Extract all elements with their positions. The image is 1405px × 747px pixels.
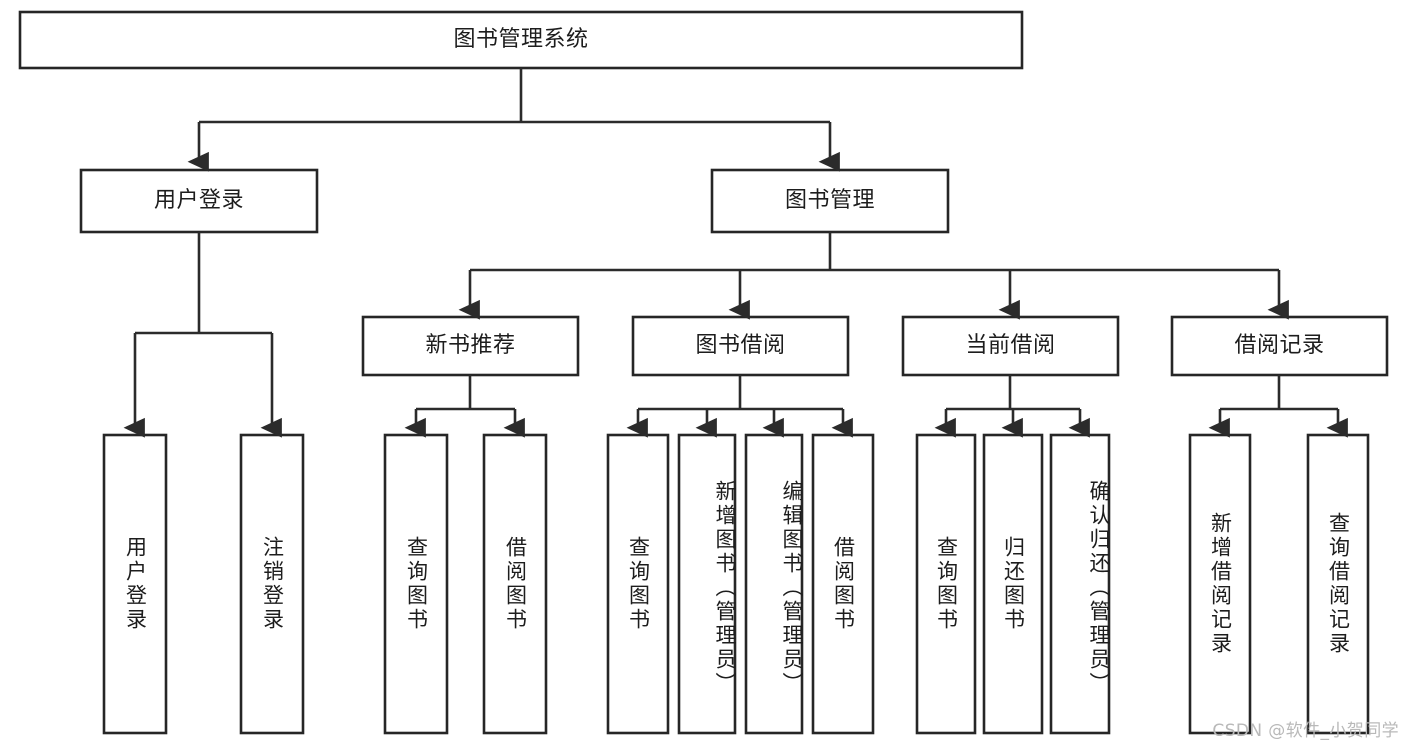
- node-box-leaf-query-book-3[interactable]: [915, 433, 977, 735]
- connector-borrow-record-to-leaves: [1208, 375, 1348, 438]
- node-box-book-management[interactable]: [710, 168, 950, 234]
- node-box-book-borrow[interactable]: [631, 315, 850, 377]
- connector-book-management-to-level3: [458, 232, 1289, 320]
- node-box-leaf-add-record[interactable]: [1188, 433, 1252, 735]
- node-box-user-login[interactable]: [79, 168, 319, 234]
- node-box-new-book-recommend[interactable]: [361, 315, 580, 377]
- node-box-borrow-record[interactable]: [1170, 315, 1389, 377]
- node-box-leaf-user-login[interactable]: [102, 433, 168, 735]
- node-box-leaf-add-book[interactable]: [677, 433, 737, 735]
- connector-user-login-to-leaves: [123, 232, 282, 438]
- node-box-leaf-query-record[interactable]: [1306, 433, 1370, 735]
- node-box-leaf-confirm-return[interactable]: [1049, 433, 1111, 735]
- node-box-current-borrow[interactable]: [901, 315, 1120, 377]
- connector-current-borrow-to-leaves: [934, 375, 1090, 438]
- node-box-leaf-edit-book[interactable]: [744, 433, 804, 735]
- node-box-leaf-query-book-2[interactable]: [606, 433, 670, 735]
- watermark-text: CSDN @软件_小贺同学: [1212, 721, 1399, 741]
- connector-root-to-level2: [187, 68, 840, 172]
- connector-book-borrow-to-leaves: [626, 375, 853, 438]
- node-box-leaf-user-logout[interactable]: [239, 433, 305, 735]
- node-box-leaf-return-book[interactable]: [982, 433, 1044, 735]
- node-box-leaf-query-book-1[interactable]: [383, 433, 449, 735]
- node-box-leaf-borrow-book-2[interactable]: [811, 433, 875, 735]
- node-box-leaf-borrow-book-1[interactable]: [482, 433, 548, 735]
- connector-new-book-recommend-to-leaves: [404, 375, 525, 438]
- node-box-root[interactable]: [18, 10, 1024, 70]
